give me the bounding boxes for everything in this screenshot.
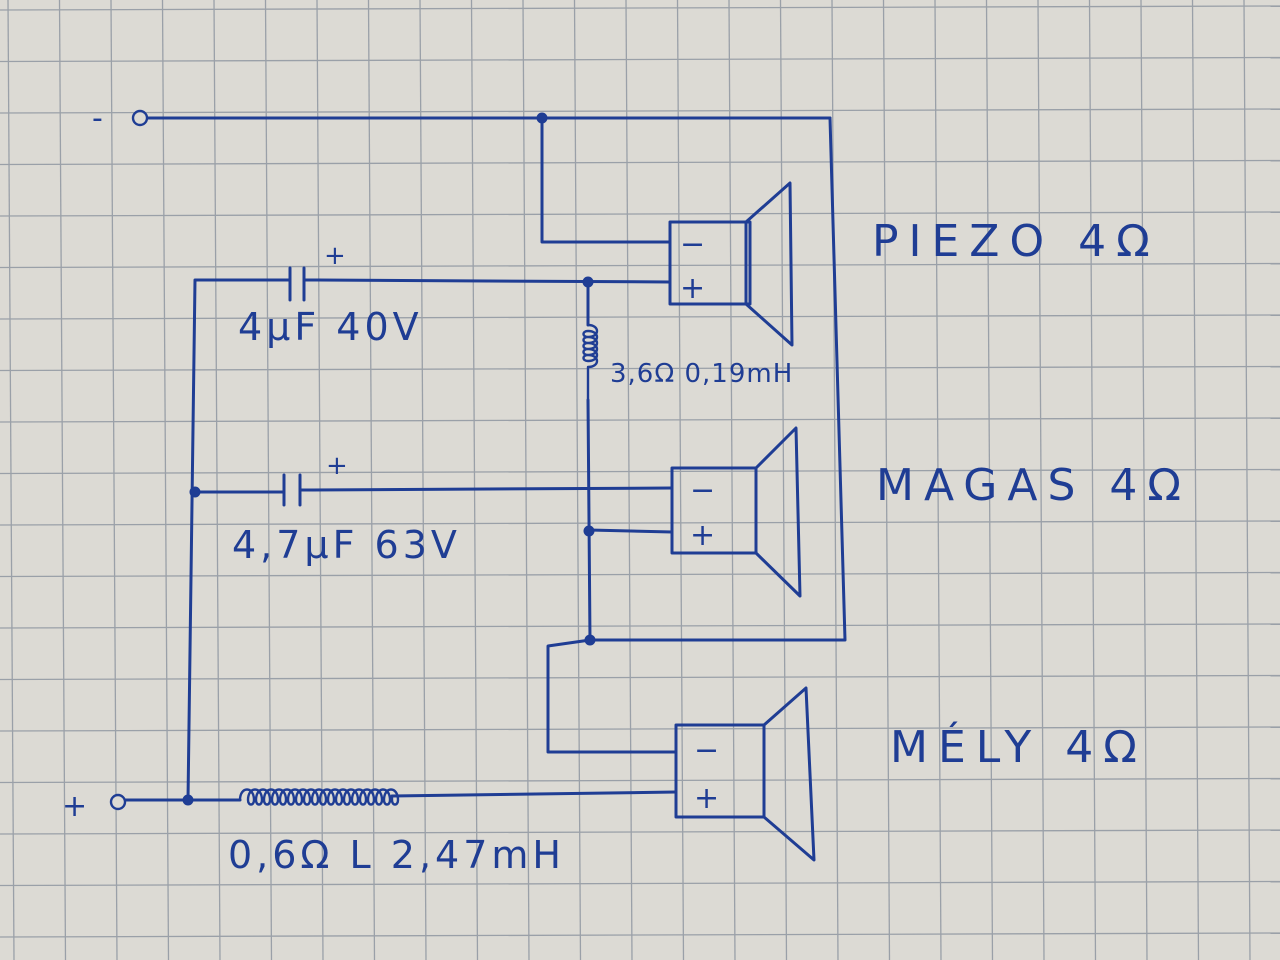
grid-line: [882, 0, 891, 960]
c2-label: 4,7μF 63V: [232, 523, 461, 567]
grid-line: [0, 365, 1280, 372]
junction-dot: [182, 794, 194, 806]
grid-line: [0, 520, 1280, 526]
grid-line: [0, 417, 1280, 423]
magas-minus-sign: −: [690, 473, 715, 508]
inductor-woofer-symbol: [238, 788, 400, 806]
mely-plus-sign: +: [694, 781, 719, 816]
grid-line: [110, 0, 118, 960]
positive-sign: +: [62, 789, 87, 824]
c1-label: 4μF 40V: [238, 305, 423, 349]
c1-polarity-mark: +: [324, 241, 347, 271]
negative-terminal: [131, 109, 149, 127]
c2-polarity-mark: +: [326, 451, 349, 481]
grid-line: [1243, 0, 1251, 960]
grid-line: [522, 0, 530, 960]
speaker-magas-symbol: [670, 426, 802, 598]
grid-line: [0, 262, 1280, 269]
magas-plus-sign: +: [690, 518, 715, 553]
mely-minus-sign: −: [694, 733, 719, 768]
junction-dot: [584, 634, 596, 646]
grid-line: [728, 0, 736, 960]
grid-line: [0, 108, 1280, 114]
grid-line: [573, 0, 582, 960]
grid-line: [625, 0, 633, 960]
grid-line: [264, 0, 273, 960]
negative-sign: -: [92, 101, 103, 136]
piezo-minus-sign: −: [680, 227, 705, 262]
grid-line: [1037, 0, 1045, 960]
grid-line: [0, 726, 1280, 732]
speaker-mely-symbol: [674, 686, 816, 862]
grid-line: [0, 5, 1280, 11]
speaker-magas-label: MAGAS 4Ω: [876, 460, 1191, 511]
grid-line: [0, 468, 1280, 475]
woofer-inductor-label: 0,6Ω L 2,47mH: [228, 833, 565, 877]
grid-line: [7, 0, 15, 960]
grid-line: [367, 0, 376, 960]
grid-line: [1191, 0, 1200, 960]
grid-line: [676, 0, 685, 960]
grid-line: [0, 674, 1280, 681]
inductor-tweeter-symbol: [582, 323, 599, 402]
junction-dot: [536, 112, 548, 124]
grid-line: [0, 932, 1280, 938]
junction-dot: [189, 486, 201, 498]
grid-line: [779, 0, 788, 960]
grid-line: [1088, 0, 1097, 960]
grid-line: [0, 314, 1280, 320]
grid-line: [0, 159, 1280, 166]
grid-line: [0, 829, 1280, 835]
grid-line: [934, 0, 942, 960]
speaker-piezo-label: PIEZO 4Ω: [872, 216, 1160, 267]
tweeter-inductor-label: 3,6Ω 0,19mH: [610, 359, 793, 389]
junction-dots: [182, 112, 596, 806]
grid-line: [831, 0, 839, 960]
grid-line: [0, 56, 1280, 63]
speaker-mely-label: MÉLY 4Ω: [890, 720, 1147, 773]
grid-line: [0, 880, 1280, 887]
piezo-plus-sign: +: [680, 271, 705, 306]
junction-dot: [582, 276, 594, 288]
wiring: [123, 116, 847, 802]
capacitor-c1-symbol: [288, 266, 320, 302]
grid-line: [213, 0, 221, 960]
grid-line: [58, 0, 67, 960]
grid-line: [316, 0, 324, 960]
capacitor-c2-symbol: [282, 473, 314, 507]
positive-terminal: [109, 793, 127, 811]
grid-line: [0, 571, 1280, 578]
grid-line: [0, 623, 1280, 629]
grid-line: [1140, 0, 1148, 960]
grid-line: [161, 0, 170, 960]
grid-line: [419, 0, 427, 960]
grid-line: [470, 0, 479, 960]
grid-line: [985, 0, 994, 960]
grid-line: [0, 211, 1280, 217]
junction-dot: [583, 525, 595, 537]
grid-line: [0, 777, 1280, 784]
speaker-piezo-symbol: [668, 181, 794, 347]
